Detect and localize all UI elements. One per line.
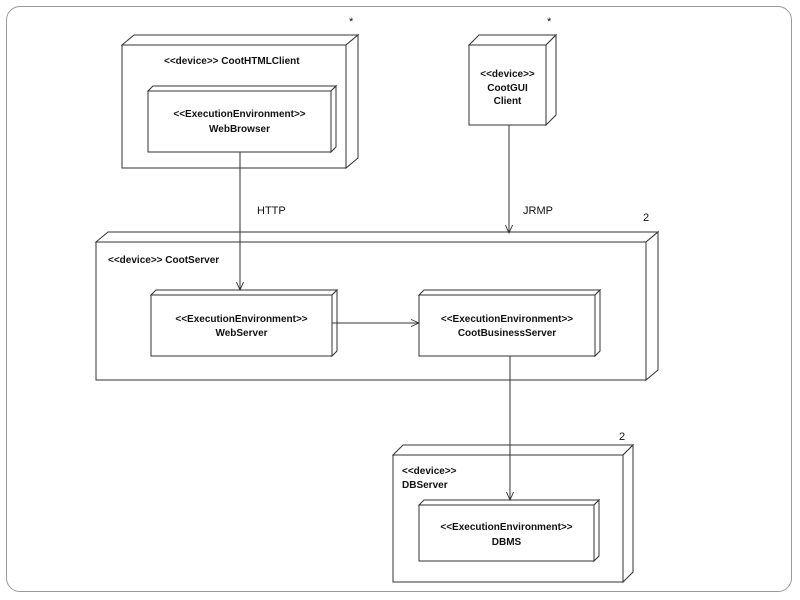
coot-html-client-label: <<device>> CootHTMLClient: [164, 56, 300, 67]
http-label: HTTP: [257, 205, 286, 217]
coot-gui-client-multiplicity: *: [547, 16, 552, 28]
dbms-name: DBMS: [492, 537, 522, 548]
web-server-stereotype: <<ExecutionEnvironment>>: [175, 314, 307, 325]
coot-server-multiplicity: 2: [643, 212, 649, 224]
web-server-node: <<ExecutionEnvironment>> WebServer: [149, 288, 339, 358]
coot-business-server-node: <<ExecutionEnvironment>> CootBusinessSer…: [417, 288, 602, 358]
dbms-stereotype: <<ExecutionEnvironment>>: [440, 522, 572, 533]
db-server-name: DBServer: [402, 480, 448, 491]
coot-gui-client-stereotype: <<device>>: [480, 69, 535, 80]
web-browser-stereotype: <<ExecutionEnvironment>>: [173, 109, 305, 120]
coot-html-client-multiplicity: *: [349, 16, 354, 28]
coot-business-server-name: CootBusinessServer: [458, 328, 556, 339]
web-browser-name: WebBrowser: [209, 124, 270, 135]
jrmp-connection: JRMP: [509, 125, 553, 233]
db-server-multiplicity: 2: [619, 431, 625, 443]
jrmp-label: JRMP: [523, 205, 553, 217]
coot-business-server-stereotype: <<ExecutionEnvironment>>: [441, 314, 573, 325]
db-server-stereotype: <<device>>: [402, 466, 457, 477]
http-connection: HTTP: [240, 152, 286, 290]
dbms-node: <<ExecutionEnvironment>> DBMS: [417, 498, 601, 563]
web-browser-node: <<ExecutionEnvironment>> WebBrowser: [146, 84, 338, 154]
coot-server-label: <<device>> CootServer: [108, 255, 219, 266]
coot-gui-client-node: <<device>> CootGUI Client *: [467, 16, 558, 127]
coot-gui-client-name-line1: CootGUI: [487, 83, 528, 94]
web-server-name: WebServer: [215, 328, 267, 339]
coot-gui-client-name-line2: Client: [494, 96, 522, 107]
